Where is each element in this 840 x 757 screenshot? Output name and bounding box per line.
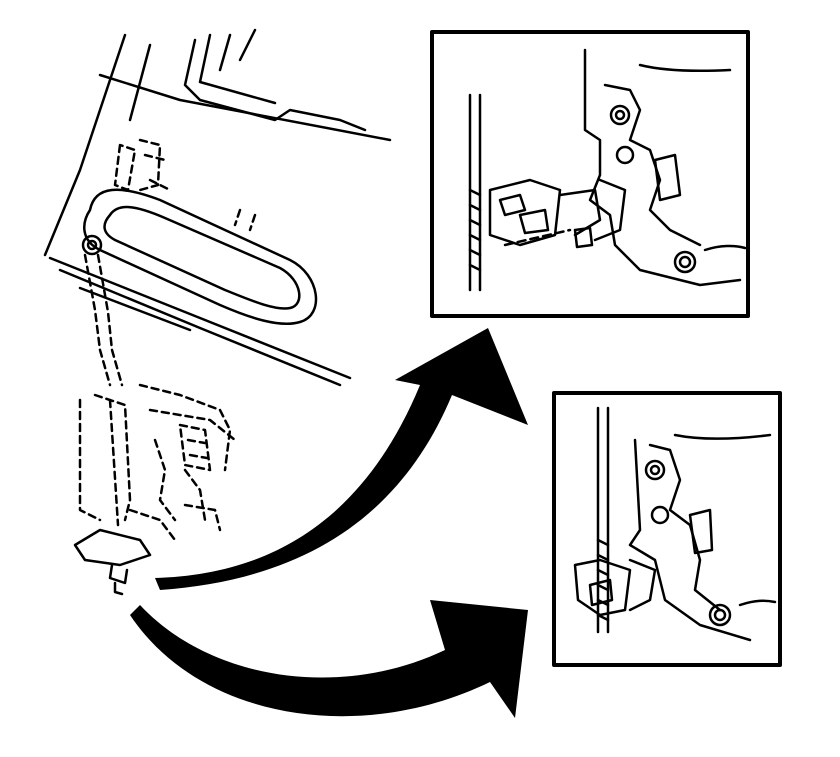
door-panel: [43, 28, 392, 387]
hidden-linkage: [78, 138, 257, 542]
arrows: [130, 328, 528, 718]
arrow-to-detail-bottom: [130, 600, 528, 718]
arrow-to-detail-top: [155, 328, 528, 590]
detail-bottom: [552, 391, 782, 667]
detail-top: [430, 30, 750, 318]
lock-rod-fastener: [73, 528, 152, 596]
detail-top-frame: [430, 30, 750, 318]
detail-bottom-frame: [552, 391, 782, 667]
